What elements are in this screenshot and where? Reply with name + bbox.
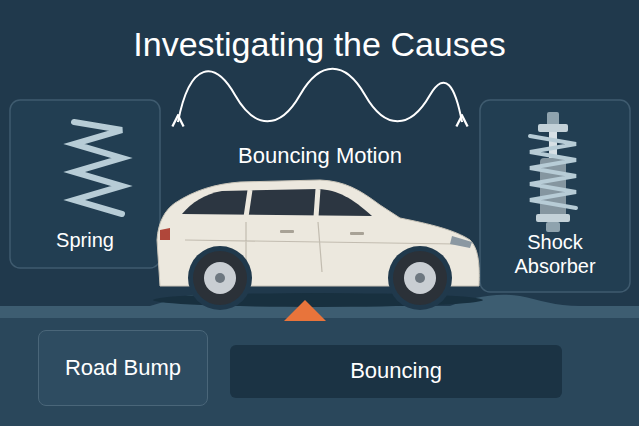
shock-absorber-panel: Shock Absorber (480, 100, 630, 292)
wave-arrow (177, 121, 179, 122)
panel (480, 100, 630, 292)
node-label: Bouncing (350, 358, 442, 384)
road-bump-box: Road Bump (38, 330, 208, 406)
wave-arrow (461, 121, 463, 122)
title: Investigating the Causes (0, 24, 639, 65)
node-label: Road Bump (65, 355, 181, 381)
road-surface (0, 294, 639, 318)
spring-panel: Spring (10, 100, 160, 268)
node-label: Spring (56, 228, 114, 252)
spring-icon (74, 122, 122, 214)
shock-absorber-icon (530, 112, 576, 232)
car (153, 180, 483, 310)
motion-label: Bouncing Motion (170, 143, 470, 169)
bouncing-box: Bouncing (230, 345, 562, 398)
road-bump-marker (284, 300, 326, 321)
panel (10, 100, 160, 268)
ground (0, 306, 639, 426)
bounce-wave (178, 69, 462, 122)
node-label: Shock Absorber (500, 230, 610, 278)
